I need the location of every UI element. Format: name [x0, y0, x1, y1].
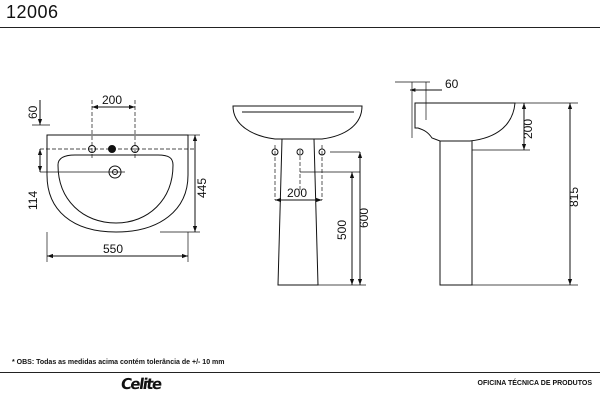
pedestal-hole-center: [296, 148, 304, 156]
front-dim-basin-height: 114: [26, 191, 40, 210]
front-basin-outline: [46, 134, 189, 233]
profile-dim-hole-depth: 200: [521, 119, 535, 139]
model-number: 12006: [6, 2, 59, 22]
front-view: [32, 100, 200, 262]
pedestal-dim-hole-spacing: 200: [287, 186, 307, 200]
pedestal-dim-total-height: 600: [357, 208, 371, 228]
front-dim-total-depth: 445: [195, 178, 209, 198]
front-dim-hole-spacing: 200: [102, 93, 122, 107]
front-dim-top-offset: 60: [26, 105, 40, 119]
profile-dim-total-height: 815: [567, 187, 581, 207]
profile-pedestal: [439, 141, 473, 286]
front-bowl-inner: [57, 154, 174, 224]
pedestal-dim-height: 500: [335, 220, 349, 240]
profile-dim-top-offset: 60: [445, 77, 459, 91]
footer-divider: [0, 372, 600, 373]
pedestal-view: [232, 105, 366, 286]
profile-view: [395, 81, 578, 286]
profile-basin: [414, 102, 516, 142]
header-divider: [0, 27, 600, 28]
front-dim-width: 550: [103, 242, 123, 256]
department-label: OFICINA TÉCNICA DE PRODUTOS: [477, 380, 592, 387]
pedestal-column: [277, 138, 319, 286]
brand-logo: Celite: [119, 375, 163, 393]
tolerance-note: * OBS: Todas as medidas acima contém tol…: [12, 359, 225, 366]
pedestal-basin: [232, 105, 363, 140]
